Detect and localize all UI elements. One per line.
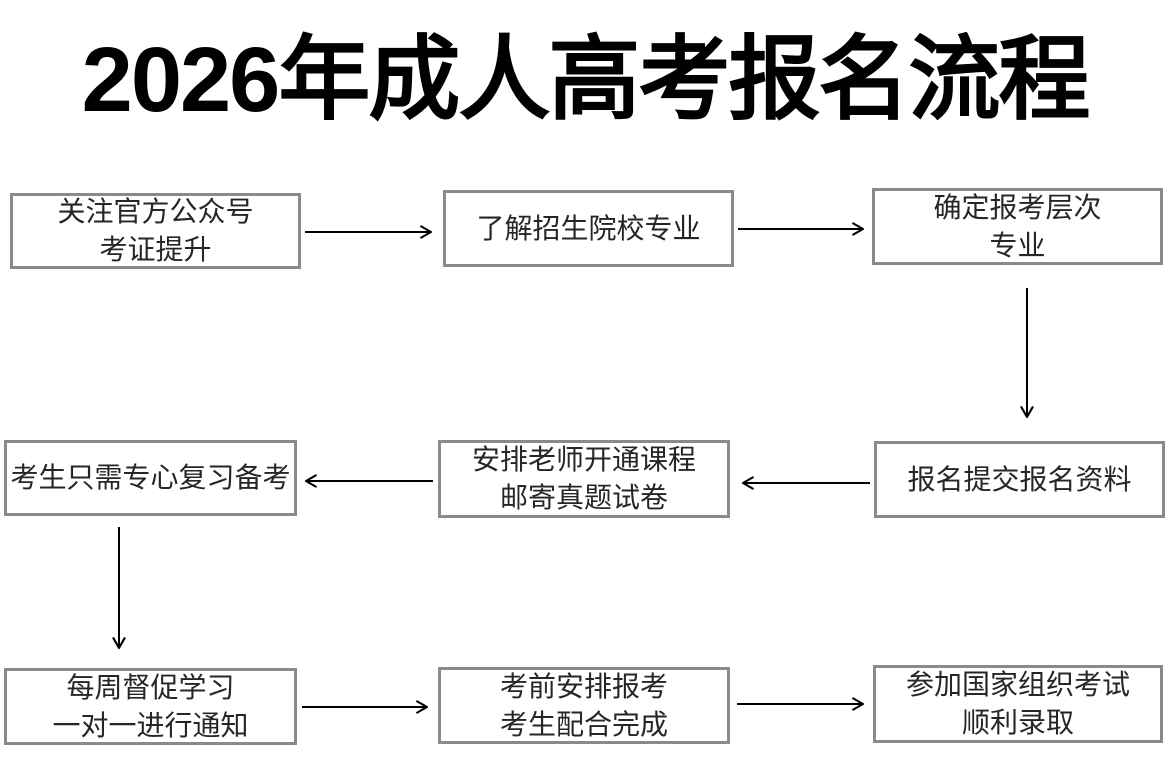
flow-node-preexam: 考前安排报考 考生配合完成 <box>438 667 730 744</box>
flow-node-learn: 了解招生院校专业 <box>443 190 734 267</box>
node-text-line: 关注官方公众号 <box>57 196 254 227</box>
node-text-line: 报名提交报名资料 <box>907 463 1132 495</box>
node-text-line: 安排老师开通课程 <box>471 444 696 475</box>
node-text-line: 邮寄真题试卷 <box>499 482 668 513</box>
flow-node-supervise: 每周督促学习 一对一进行通知 <box>4 668 297 745</box>
node-text-line: 考生配合完成 <box>499 708 668 740</box>
flow-node-level: 确定报考层次 专业 <box>872 188 1163 265</box>
flow-node-review: 考生只需专心复习备考 <box>4 440 297 516</box>
flow-node-submit: 报名提交报名资料 <box>874 441 1165 518</box>
flow-node-follow: 关注官方公众号 考证提升 <box>10 193 301 269</box>
flow-node-course: 安排老师开通课程 邮寄真题试卷 <box>438 440 730 518</box>
node-text-line: 了解招生院校专业 <box>476 212 701 244</box>
node-text-line: 考生只需专心复习备考 <box>10 462 291 493</box>
node-text-line: 确定报考层次 <box>933 191 1102 223</box>
node-text-line: 专业 <box>989 229 1046 261</box>
page-title: 2026年成人高考报名流程 <box>81 29 1091 131</box>
node-text-line: 考证提升 <box>99 234 212 265</box>
flow-node-exam: 参加国家组织考试 顺利录取 <box>873 665 1163 743</box>
node-text-line: 考前安排报考 <box>499 670 668 702</box>
node-text-line: 参加国家组织考试 <box>905 669 1130 700</box>
node-text-line: 每周督促学习 <box>66 671 235 703</box>
node-text-line: 一对一进行通知 <box>52 709 249 741</box>
node-text-line: 顺利录取 <box>961 707 1074 738</box>
